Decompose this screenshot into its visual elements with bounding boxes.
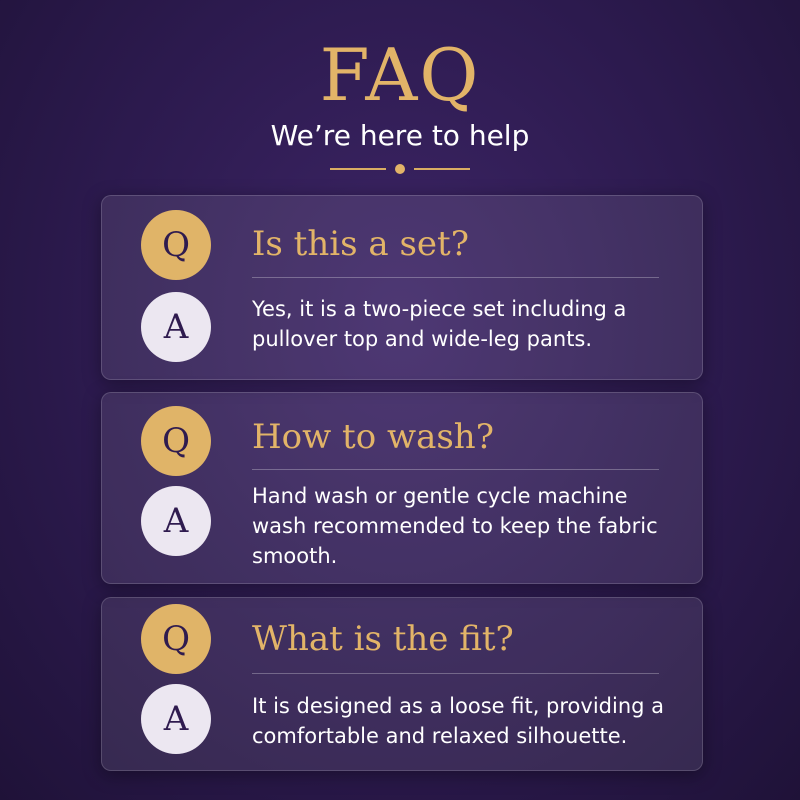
answer-badge-icon: A (141, 292, 211, 362)
divider-line-right (414, 168, 470, 170)
faq-divider (252, 277, 659, 278)
question-badge-icon: Q (141, 406, 211, 476)
faq-question: Is this a set? (252, 224, 469, 264)
page-title: FAQ (319, 33, 481, 117)
answer-badge-icon: A (141, 486, 211, 556)
ornament-divider (330, 163, 470, 175)
faq-question: What is the fit? (252, 619, 514, 659)
faq-card-1: Q Is this a set? A Yes, it is a two-piec… (101, 195, 703, 380)
faq-answer: It is designed as a loose fit, providing… (252, 694, 665, 748)
answer-badge-icon: A (141, 684, 211, 754)
faq-answer: Hand wash or gentle cycle machine wash r… (252, 484, 658, 568)
faq-card-3: Q What is the fit? A It is designed as a… (101, 597, 703, 771)
divider-dot-icon (395, 164, 405, 174)
question-badge-icon: Q (141, 210, 211, 280)
faq-divider (252, 673, 659, 674)
faq-question: How to wash? (252, 417, 494, 457)
question-badge-icon: Q (141, 604, 211, 674)
faq-answer: Yes, it is a two-piece set including a p… (252, 297, 627, 351)
page-subtitle: We’re here to help (270, 119, 530, 152)
faq-card-2: Q How to wash? A Hand wash or gentle cyc… (101, 392, 703, 584)
divider-line-left (330, 168, 386, 170)
faq-divider (252, 469, 659, 470)
